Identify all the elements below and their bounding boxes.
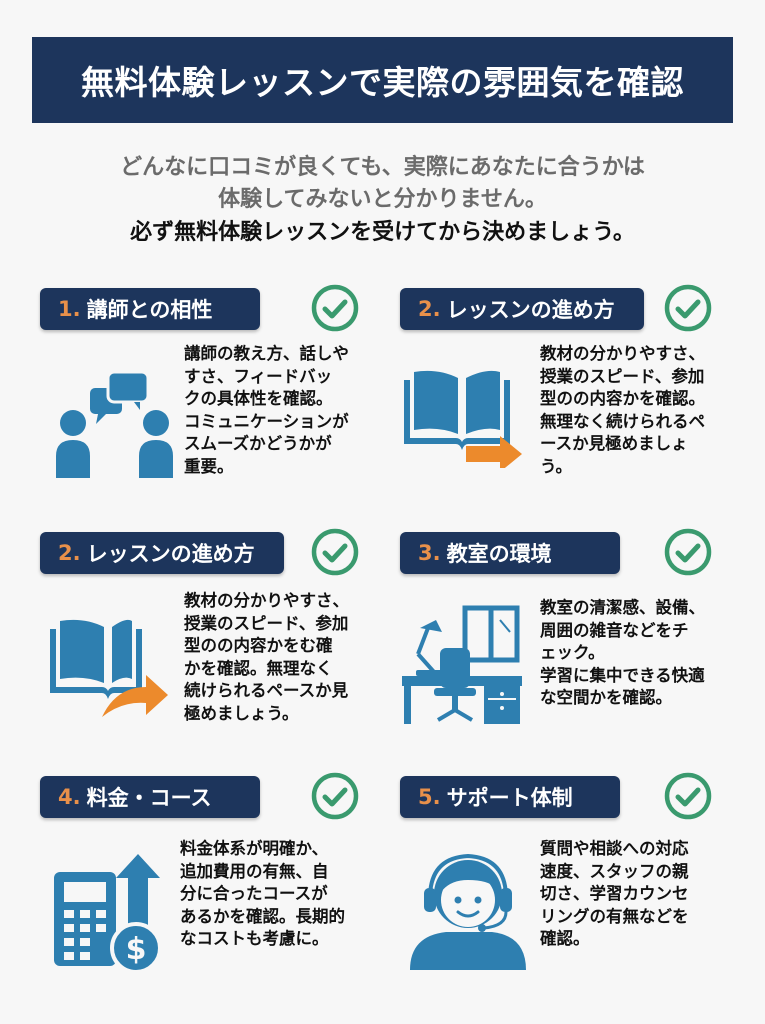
- intro-line-2: 体験してみないと分かりません。: [218, 187, 547, 212]
- desc-line: 授業のスピード、参加: [184, 613, 349, 633]
- desc-line: 教室の清潔感、設備、: [540, 598, 705, 617]
- card-label: 3. 教室の環境: [400, 532, 620, 574]
- intro-line-3: 必ず無料体験レッスンを受けてから決めましょう。: [130, 220, 635, 245]
- card-lesson-style: 2. レッスンの進め方 教材の分かりやすさ、 授業のスピード、参加 型のの内容か…: [400, 284, 740, 508]
- desc-line: かを確認。無理なく: [184, 658, 333, 678]
- card-number: 2.: [418, 297, 441, 321]
- desc-line: 学習に集中できる快適: [540, 665, 705, 685]
- intro-text: どんなに口コミが良くても、実際にあなたに合うかは 体験してみないと分かりません。…: [0, 152, 765, 249]
- desc-line: コミュニケーションが: [184, 411, 349, 431]
- check-circle-icon: [664, 284, 712, 332]
- check-circle-icon: [664, 772, 712, 820]
- card-title: サポート体制: [446, 786, 573, 810]
- desc-line: 無理なく続けられるペ: [540, 411, 705, 431]
- header-banner: 無料体験レッスンで実際の雰囲気を確認: [32, 37, 733, 123]
- desc-line: 教材の分かりやすさ、: [540, 344, 705, 363]
- card-description: 教材の分かりやすさ、 授業のスピード、参加 型のの内容かをむ確 かを確認。無理な…: [184, 590, 380, 725]
- card-title: レッスンの進め方: [86, 542, 255, 566]
- desc-line: クの具体性を確認。: [184, 389, 333, 408]
- desc-line: 料金体系が明確か、: [180, 839, 329, 858]
- classroom-desk-icon: [402, 605, 522, 724]
- desc-line: リングの有無などを: [540, 906, 689, 926]
- book-curved-arrow-icon: [50, 619, 168, 717]
- card-label: 2. レッスンの進め方: [400, 288, 644, 330]
- card-lesson-style-duplicate: 2. レッスンの進め方 教材の分かりやすさ、 授業のスピード、参加 型のの内容か…: [40, 528, 380, 752]
- card-teacher-compatibility: 1. 講師との相性 講師の教え方、話しや すさ、フィードバッ クの具体性を確認。…: [40, 284, 380, 508]
- desc-line: 型のの内容かをむ確: [184, 636, 333, 655]
- card-description: 教室の清潔感、設備、 周囲の雑音などをチ ェック。 学習に集中できる快適 な空間…: [540, 597, 740, 710]
- card-title: 講師との相性: [86, 298, 213, 322]
- desc-line: ェック。: [540, 643, 605, 662]
- desc-line: 周囲の雑音などをチ: [540, 620, 689, 640]
- desc-line: スムーズかどうかが: [184, 434, 332, 453]
- card-label: 2. レッスンの進め方: [40, 532, 284, 574]
- card-number: 4.: [58, 785, 81, 809]
- card-number: 2.: [58, 541, 81, 565]
- desc-line: 型のの内容かを確認。: [540, 389, 705, 408]
- card-title: 料金・コース: [86, 786, 212, 810]
- svg-text:$: $: [126, 932, 147, 967]
- desc-line: 続けられるペースか見: [184, 681, 349, 700]
- desc-line: 講師の教え方、話しや: [184, 344, 349, 363]
- check-circle-icon: [311, 284, 359, 332]
- card-title: 教室の環境: [446, 542, 552, 566]
- desc-line: 極めましょう。: [184, 703, 299, 723]
- desc-line: 教材の分かりやすさ、: [184, 591, 349, 610]
- check-circle-icon: [311, 772, 359, 820]
- card-number: 3.: [418, 541, 441, 565]
- desc-line: 質問や相談への対応: [540, 839, 689, 858]
- card-label: 4. 料金・コース: [40, 776, 260, 818]
- calculator-price-icon: $: [54, 854, 162, 974]
- desc-line: すさ、フィードバッ: [184, 366, 333, 386]
- desc-line: あるかを確認。長期的: [180, 906, 345, 926]
- desc-line: な空間かを確認。: [540, 688, 672, 707]
- desc-line: 確認。: [540, 929, 590, 948]
- desc-line: 追加費用の有無、自: [180, 861, 329, 881]
- check-circle-icon: [311, 528, 359, 576]
- card-number: 5.: [418, 785, 441, 809]
- card-label: 1. 講師との相性: [40, 288, 260, 330]
- desc-line: 速度、スタッフの親: [540, 861, 689, 881]
- desc-line: 授業のスピード、参加: [540, 366, 705, 386]
- card-description: 料金体系が明確か、 追加費用の有無、自 分に合ったコースが あるかを確認。長期的…: [180, 838, 380, 951]
- desc-line: う。: [540, 456, 573, 476]
- intro-line-1: どんなに口コミが良くても、実際にあなたに合うかは: [120, 155, 645, 180]
- card-classroom-environment: 3. 教室の環境 教室の清潔感、設備、 周囲の雑音などをチ ェック。 学習に集中…: [400, 528, 740, 752]
- desc-line: なコストも考慮に。: [180, 929, 329, 948]
- book-arrow-icon: [404, 370, 522, 468]
- check-circle-icon: [664, 528, 712, 576]
- support-headset-icon: [410, 853, 526, 970]
- card-label: 5. サポート体制: [400, 776, 620, 818]
- desc-line: 分に合ったコースが: [180, 884, 328, 903]
- card-description: 教材の分かりやすさ、 授業のスピード、参加 型のの内容かを確認。 無理なく続けら…: [540, 343, 740, 478]
- desc-line: ースか見極めましょ: [540, 434, 688, 453]
- page-title: 無料体験レッスンで実際の雰囲気を確認: [81, 63, 684, 102]
- desc-line: 切さ、学習カウンセ: [540, 884, 689, 903]
- card-description: 質問や相談への対応 速度、スタッフの親 切さ、学習カウンセ リングの有無などを …: [540, 838, 740, 951]
- card-description: 講師の教え方、話しや すさ、フィードバッ クの具体性を確認。 コミュニケーション…: [184, 343, 364, 478]
- card-number: 1.: [58, 297, 81, 321]
- card-pricing-course: 4. 料金・コース $ 料金体系が明確か、 追加費用の有無、自 分に合ったコース…: [40, 772, 380, 996]
- desc-line: 重要。: [184, 456, 234, 476]
- people-conversation-icon: [56, 370, 173, 478]
- card-support-system: 5. サポート体制 質問や相談への対応 速度、スタッフの親 切さ、学習カウンセ …: [400, 772, 740, 996]
- card-title: レッスンの進め方: [446, 298, 615, 322]
